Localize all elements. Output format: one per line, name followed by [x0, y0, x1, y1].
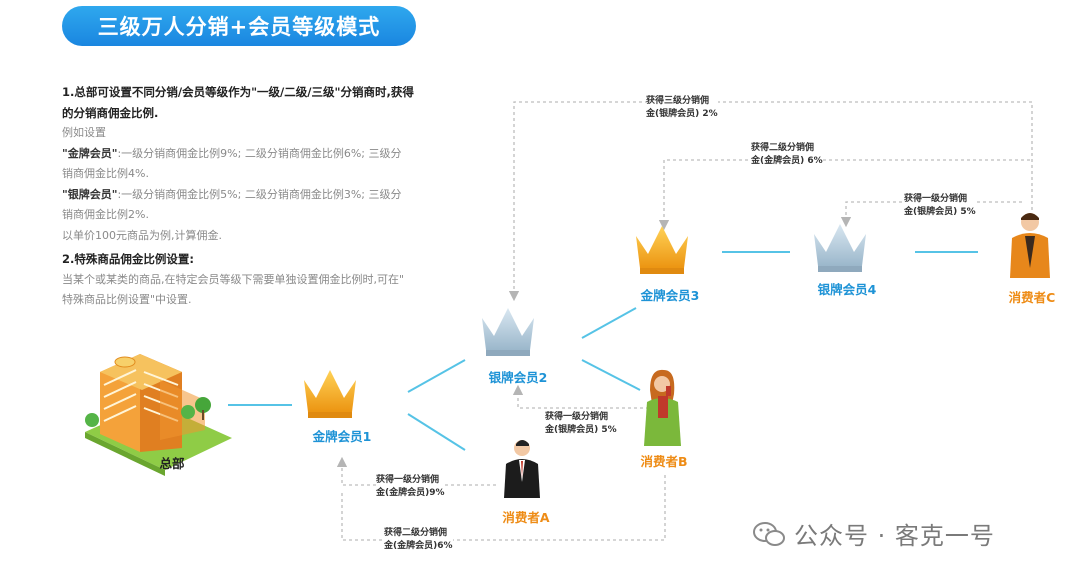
commission-note-line: 获得一级分销佣 [376, 475, 440, 485]
node-consumer-a: 消费者A [502, 510, 550, 525]
commission-paths [336, 101, 1033, 541]
silver-crown-icon [482, 308, 534, 356]
rule1-heading-line1: 1.总部可设置不同分销/会员等级作为"一级/二级/三级"分销商时,获得 [62, 85, 414, 99]
headquarters-building-icon [85, 354, 232, 476]
watermark: 公众号 · 客克一号 [752, 516, 995, 551]
commission-note-line: 金(金牌会员)9% [376, 488, 445, 498]
gold-rule-text: :一级分销商佣金比例9%; 二级分销商佣金比例6%; 三级分 [117, 146, 402, 160]
consumer-man-suit-icon [504, 440, 540, 498]
rule1-heading-line2: 的分销商佣金比例. [62, 105, 159, 120]
commission-note-b: 获得一级分销佣 金(银牌会员) 5% [545, 411, 617, 437]
rule2-desc-line2: 特殊商品比例设置"中设置. [62, 293, 192, 306]
silver-rule-cont: 销商佣金比例2%. [62, 208, 149, 221]
gold-rule: "金牌会员":一级分销商佣金比例9%; 二级分销商佣金比例6%; 三级分 [62, 144, 452, 165]
commission-note-line: 金(金牌会员) 6% [751, 156, 823, 166]
gold-rule-cont: 销商佣金比例4%. [62, 167, 149, 180]
commission-note-line: 获得一级分销佣 [904, 194, 968, 204]
commission-note-line: 金(银牌会员) 5% [545, 425, 617, 435]
watermark-text: 公众号 · 客克一号 [794, 522, 995, 550]
commission-note-line: 金(银牌会员) 5% [904, 207, 976, 217]
rule2-desc-line1: 当某个或某类的商品,在特定会员等级下需要单独设置佣金比例时,可在" [62, 272, 405, 286]
wechat-icon [753, 521, 785, 546]
node-headquarters: 总部 [159, 456, 185, 471]
commission-note-line: 金(金牌会员)6% [384, 541, 453, 551]
commission-note-line: 金(银牌会员) 2% [646, 109, 718, 119]
node-silver-member-2: 银牌会员2 [488, 370, 548, 385]
example-intro: 例如设置 [62, 126, 106, 139]
gold-crown-icon [636, 226, 688, 274]
commission-note-a2: 获得二级分销佣 金(金牌会员)6% [384, 527, 453, 553]
node-gold-member-3: 金牌会员3 [640, 288, 700, 303]
silver-rule-text: :一级分销商佣金比例5%; 二级分销商佣金比例3%; 三级分 [117, 187, 402, 201]
commission-note-c1: 获得一级分销佣 金(银牌会员) 5% [904, 193, 976, 219]
commission-note-c2: 获得二级分销佣 金(金牌会员) 6% [751, 142, 823, 168]
silver-crown-icon [814, 224, 866, 272]
silver-member-quote: "银牌会员" [62, 187, 118, 201]
commission-note-line: 获得二级分销佣 [384, 528, 448, 538]
silver-rule: "银牌会员":一级分销商佣金比例5%; 二级分销商佣金比例3%; 三级分 [62, 185, 452, 206]
node-consumer-c: 消费者C [1008, 290, 1056, 305]
node-gold-member-1: 金牌会员1 [312, 429, 372, 444]
node-silver-member-4: 银牌会员4 [817, 282, 877, 297]
gold-member-quote: "金牌会员" [62, 146, 118, 160]
node-consumer-b: 消费者B [640, 454, 688, 469]
gold-crown-icon [304, 370, 356, 418]
consumer-woman-phone-icon [644, 369, 681, 446]
consumer-man-coat-icon [1010, 213, 1050, 278]
commission-note-a1: 获得一级分销佣 金(金牌会员)9% [376, 474, 445, 500]
rules-text: 1.总部可设置不同分销/会员等级作为"一级/二级/三级"分销商时,获得 的分销商… [62, 82, 452, 311]
calc-basis: 以单价100元商品为例,计算佣金. [62, 228, 222, 242]
page-title: 三级万人分销+会员等级模式 [62, 6, 416, 46]
rule2-heading: 2.特殊商品佣金比例设置: [62, 252, 194, 266]
commission-note-line: 获得一级分销佣 [545, 412, 609, 422]
commission-note-line: 获得二级分销佣 [751, 143, 815, 153]
connection-lines [228, 251, 978, 451]
commission-note-line: 获得三级分销佣 [646, 96, 710, 106]
commission-note-c3: 获得三级分销佣 金(银牌会员) 2% [646, 95, 718, 121]
